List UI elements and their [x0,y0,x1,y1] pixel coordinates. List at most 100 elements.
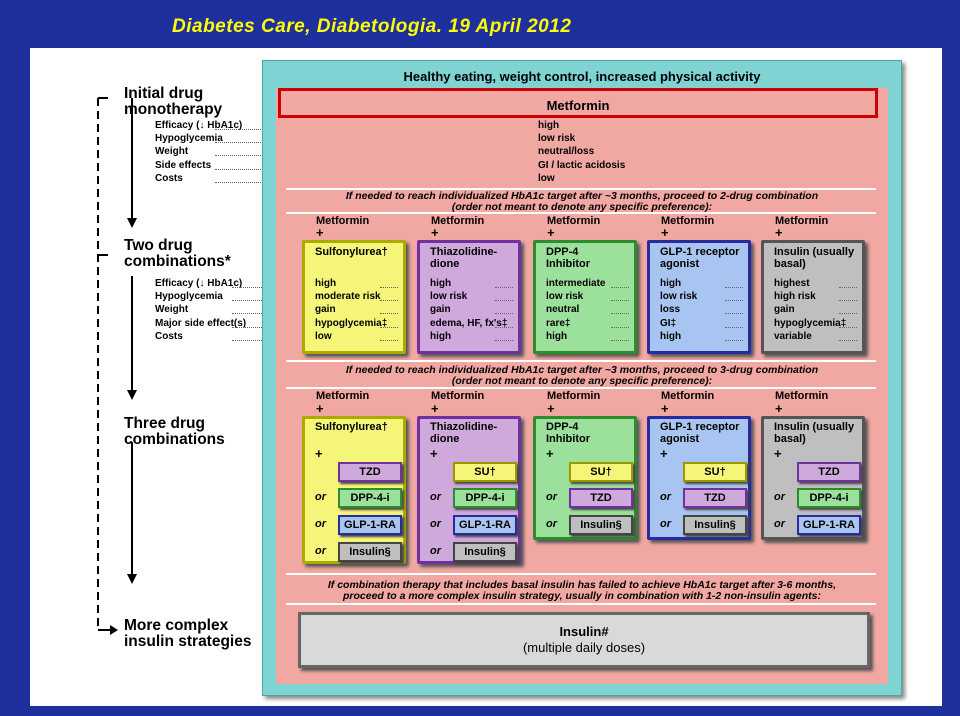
leader-line [611,300,629,301]
metformin-label: Metformin [316,215,370,227]
leader-line [725,287,743,288]
or-label: or [660,491,671,503]
leader-line [839,300,857,301]
drug-attribute-value: gain [774,304,795,315]
leader-line [495,300,513,301]
drug-attribute-value: high [315,278,337,289]
or-label: or [430,545,441,557]
leader-line [495,313,513,314]
metformin-label: Metformin [547,215,601,227]
leader-line [725,313,743,314]
leader-line [380,340,398,341]
plus-sign: + [774,446,782,461]
leader-line [380,327,398,328]
option-pill: TZD [683,488,747,508]
drug-attribute-value: GI‡ [660,318,677,329]
plus-sign: + [775,225,783,240]
drug-attribute-value: low [315,331,332,342]
plus-sign: + [315,446,323,461]
leader-line [725,300,743,301]
or-label: or [315,491,326,503]
stage-two-subtitle: combinations* [124,253,231,270]
leader-line [380,313,398,314]
drug-attribute-value: moderate risk [315,291,381,302]
drug-attribute-value: hypoglycemia‡ [315,318,388,329]
plus-sign: + [661,225,669,240]
plus-sign: + [661,401,669,416]
drug-name: GLP-1 receptor [660,421,740,433]
drug-name: DPP-4 [546,246,579,258]
plus-sign: + [316,401,324,416]
two-attr-label: Hypoglycemia [155,291,223,302]
leader-line [725,340,743,341]
plus-sign: + [547,225,555,240]
drug-attribute-value: hypoglycemia‡ [774,318,847,329]
algorithm-inner-box [276,88,888,684]
metformin-label: Metformin [316,390,370,402]
plus-sign: + [546,446,554,461]
leader-line [611,327,629,328]
leader-line [611,287,629,288]
lifestyle-banner: Healthy eating, weight control, increase… [403,69,761,84]
leader-line [380,287,398,288]
stage-three-subtitle: combinations [124,431,225,448]
option-pill: SU† [683,462,747,482]
drug-name: Thiazolidine- [430,246,498,258]
plus-sign: + [547,401,555,416]
leader-line [839,340,857,341]
drug-attribute-value: loss [660,304,681,315]
or-label: or [430,491,441,503]
drug-name: Sulfonylurea† [315,246,388,258]
metformin-value: high [538,120,560,131]
instruction-three-drug: If needed to reach individualized HbA1c … [345,364,819,376]
plus-sign: + [775,401,783,416]
separator-3 [286,360,876,362]
instruction-three-drug-note: (order not meant to denote any specific … [451,375,713,387]
metformin-label: Metformin [547,390,601,402]
two-attr-label: Major side effect(s) [155,318,247,329]
drug-attribute-value: high [660,331,682,342]
option-pill: Insulin§ [338,542,402,562]
option-pill: TZD [569,488,633,508]
or-label: or [774,518,785,530]
leader-line [725,327,743,328]
drug-attribute-value: neutral [546,304,580,315]
leader-line [495,340,513,341]
separator-2 [286,212,876,214]
drug-name: DPP-4 [546,421,579,433]
option-pill: Insulin§ [453,542,517,562]
option-pill: DPP-4-i [338,488,402,508]
drug-name-line2: basal) [774,258,806,270]
drug-attribute-value: low risk [660,291,698,302]
drug-name: GLP-1 receptor [660,246,740,258]
page-title: Diabetes Care, Diabetologia. 19 April 20… [172,16,572,37]
leader-line [839,327,857,328]
separator-6 [286,603,876,605]
drug-name-line2: Inhibitor [546,258,590,270]
metformin-label: Metformin [775,390,829,402]
leader-line [839,313,857,314]
instruction-complex: If combination therapy that includes bas… [327,579,837,591]
complex-insulin-title: Insulin# [559,624,609,639]
metformin-value: neutral/loss [538,146,595,157]
leader-line [611,340,629,341]
option-pill: TZD [338,462,402,482]
stage-mono-title: Initial drug [124,85,204,102]
two-drug-column [302,240,406,354]
option-pill: Insulin§ [569,515,633,535]
or-label: or [430,518,441,530]
stage-complex-subtitle: insulin strategies [124,633,252,650]
drug-attribute-value: high [430,278,452,289]
instruction-two-drug: If needed to reach individualized HbA1c … [345,190,819,202]
separator-5 [286,573,876,575]
drug-attribute-value: low risk [430,291,468,302]
drug-name-line2: Inhibitor [546,433,590,445]
option-pill: GLP-1-RA [453,515,517,535]
drug-attribute-value: intermediate [546,278,606,289]
plus-sign: + [431,225,439,240]
two-drug-column [417,240,521,354]
drug-name-line2: agonist [660,258,700,270]
metformin-label: Metformin [661,390,715,402]
stage-three-title: Three drug [124,415,205,432]
complex-insulin-subtitle: (multiple daily doses) [522,640,646,655]
